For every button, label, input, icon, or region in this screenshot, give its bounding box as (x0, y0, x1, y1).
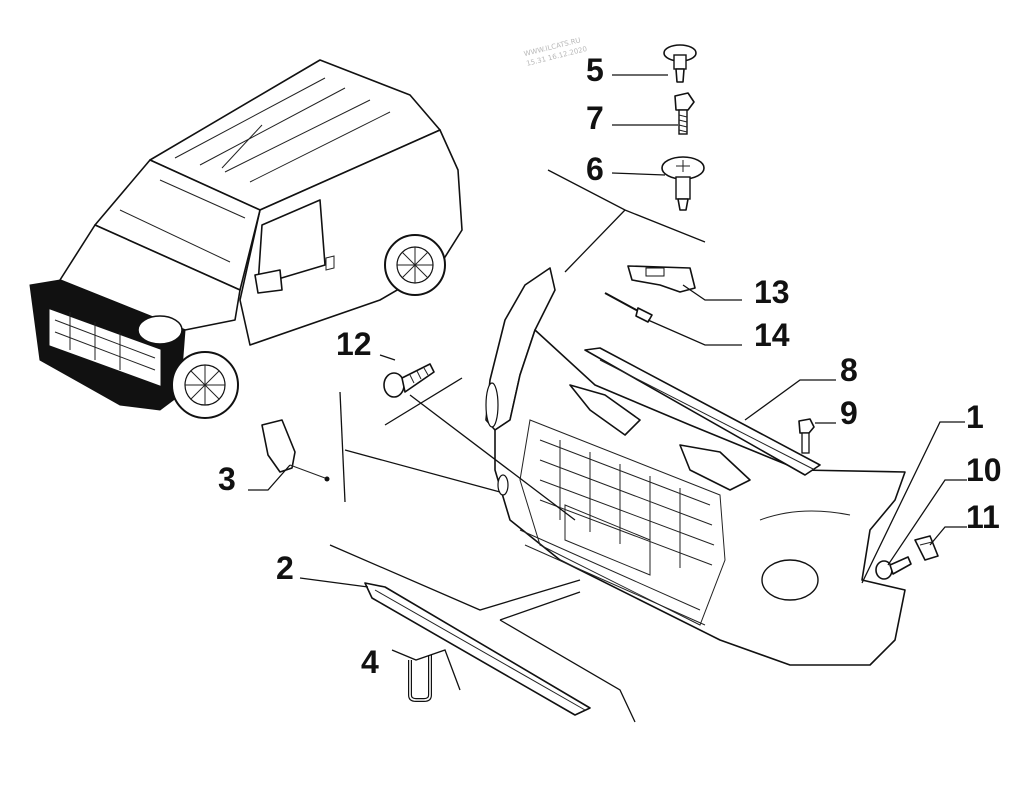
push-rivet-5 (663, 44, 697, 83)
callout-13: 13 (754, 274, 790, 310)
bolt-9 (798, 418, 815, 454)
pin-14 (604, 292, 653, 323)
u-clip (408, 655, 432, 702)
push-rivet-6 (661, 156, 705, 211)
tow-hook-cover (261, 419, 330, 482)
callout-2: 2 (276, 550, 294, 586)
callout-9: 9 (840, 395, 858, 431)
callout-4: 4 (361, 644, 379, 680)
callout-12: 12 (336, 326, 372, 362)
callout-labels: 1 2 3 4 5 6 7 8 9 10 11 12 13 14 (218, 52, 1002, 680)
screw-12 (383, 363, 435, 398)
bracket-13 (627, 265, 696, 293)
callout-11: 11 (966, 499, 1000, 535)
callout-6: 6 (586, 151, 604, 187)
van-illustration (29, 59, 463, 419)
callout-8: 8 (840, 352, 858, 388)
bolt-7 (674, 92, 695, 135)
lower-spoiler-strip (364, 582, 591, 716)
upper-reinforcement-bar (584, 347, 821, 476)
watermark: WWW.ILCATS.RU 15.31 16.12.2020 (523, 36, 588, 68)
screw-10 (875, 556, 912, 580)
callout-3: 3 (218, 461, 236, 497)
front-bumper (485, 267, 906, 666)
leader-lines (248, 74, 967, 723)
callout-14: 14 (754, 317, 790, 353)
callout-7: 7 (586, 100, 604, 136)
callout-1: 1 (966, 399, 984, 435)
callout-5: 5 (586, 52, 604, 88)
callout-10: 10 (966, 452, 1002, 488)
